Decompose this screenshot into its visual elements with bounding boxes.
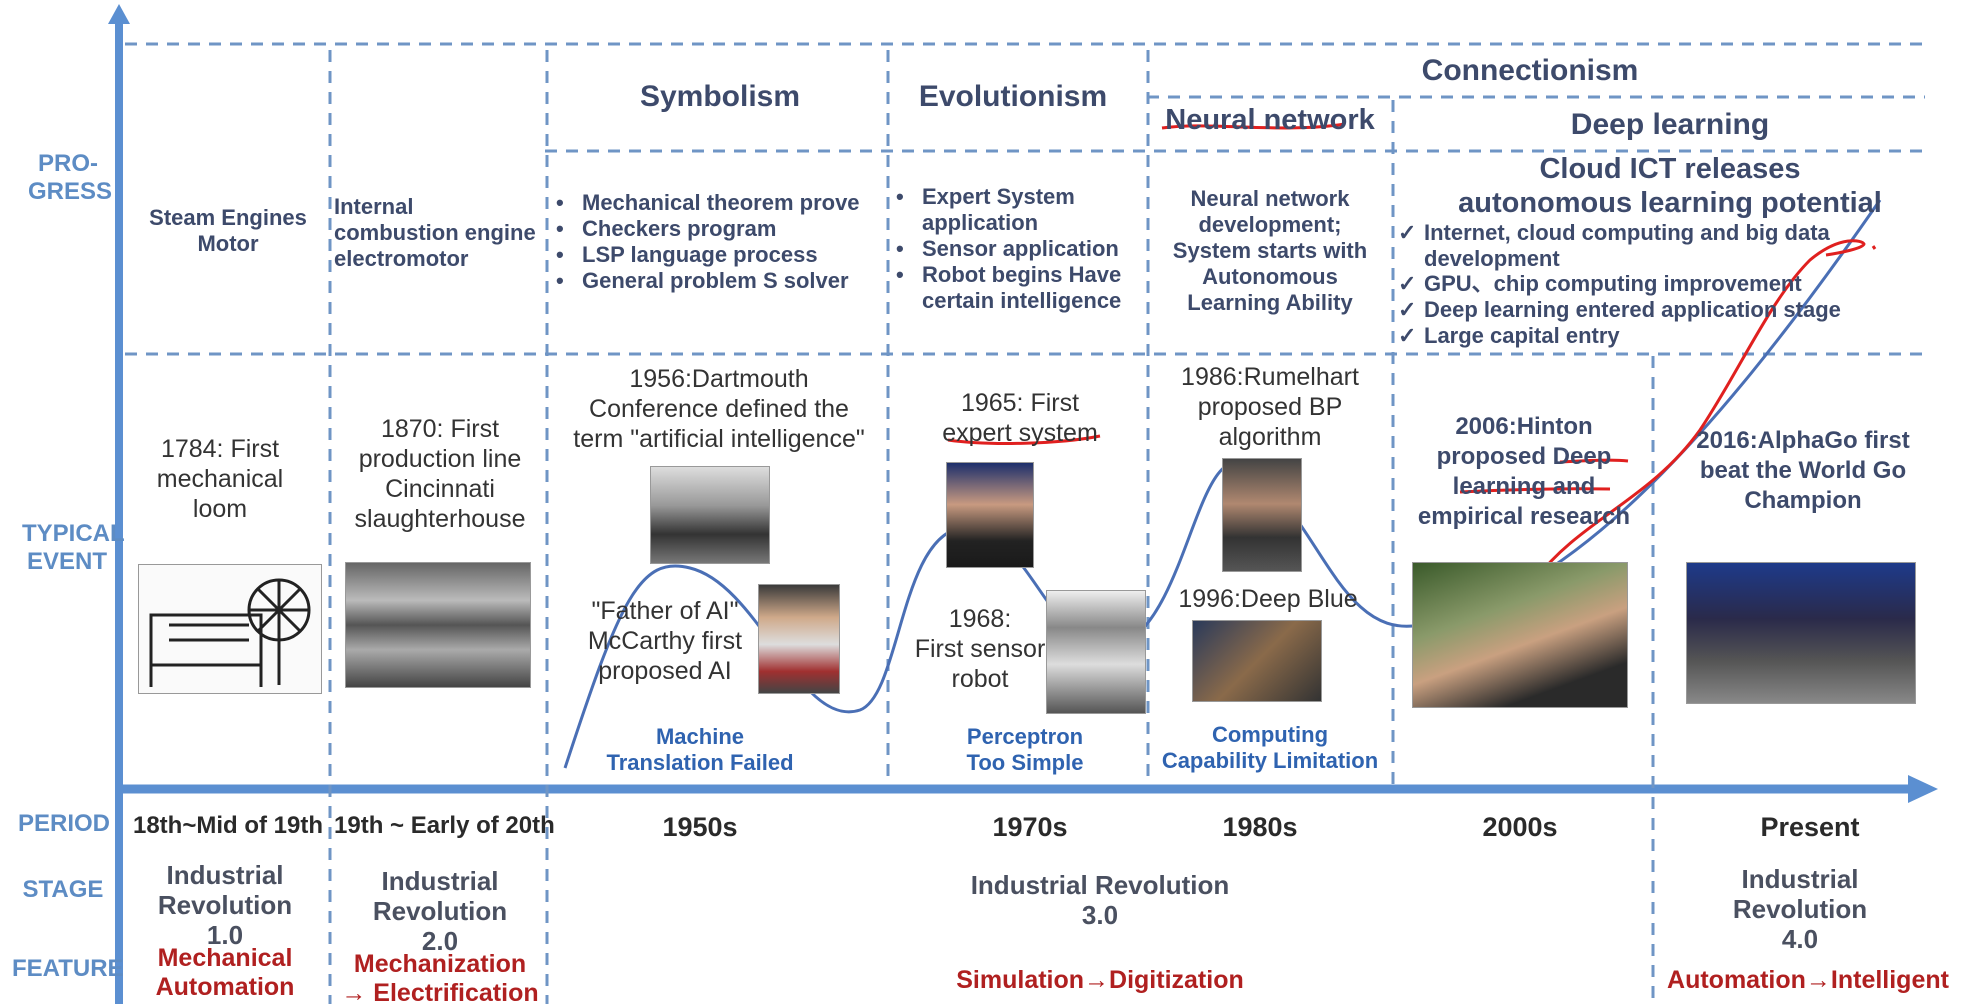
progress-evolutionism-list: •Expert System application •Sensor appli… [896,184,1146,314]
list-item: •General problem S solver [556,268,849,293]
feature-mechanization-electrification: Mechanization → Electrification [341,950,539,1007]
event-2006-hinton: 2006:Hinton proposed Deep learning and e… [1417,413,1631,530]
progress-internal-combustion: Internal combustion engine electromotor [334,194,536,271]
event-1956-dartmouth: 1956:Dartmouth Conference defined the te… [573,365,865,453]
stage-industrial-revolution-3: Industrial Revolution 3.0 [970,870,1230,930]
vertical-axis-arrow [108,4,130,24]
event-1986-bp-algorithm: 1986:Rumelhart proposed BP algorithm [1181,363,1359,451]
period-1950s: 1950s [662,812,738,842]
row-label-stage: STAGE [22,876,104,903]
red-annotations [947,122,1877,581]
event-1965-expert-system: 1965: First expert system [942,389,1098,447]
period-1970s: 1970s [992,812,1068,842]
feature-simulation-digitization: Simulation→Digitization [956,966,1244,994]
header-symbolism: Symbolism [639,80,801,113]
stage-industrial-revolution-4: Industrial Revolution 4.0 [1732,864,1868,954]
setback-computing-limitation: Computing Capability Limitation [1161,722,1379,773]
row-label-typical-event: TYPICAL EVENT [22,520,125,575]
event-1784-loom: 1784: First mechanical loom [156,435,284,523]
mccarthy-photo [758,584,840,694]
list-item: ✓Internet, cloud computing and big data … [1398,220,1830,271]
period-1980s: 1980s [1222,812,1298,842]
period-2000s: 2000s [1482,812,1558,842]
list-item: •Sensor application [896,236,1119,261]
list-item: ✓Large capital entry [1398,323,1620,348]
setback-perceptron: Perceptron Too Simple [966,724,1084,775]
rumelhart-photo [1222,458,1302,572]
alphago-image [1686,562,1916,704]
header-neural-network: Neural network [1165,104,1375,136]
event-1968-sensor-robot: 1968: First sensor robot [914,605,1046,693]
hinton-photo [1412,562,1628,708]
row-label-period: PERIOD [18,810,111,837]
period-18th-19th: 18th~Mid of 19th [132,812,324,839]
deep-blue-image [1192,620,1322,702]
list-item: ✓GPU、chip computing improvement [1398,271,1802,296]
list-item: •Checkers program [556,216,777,241]
progress-steam-engines: Steam Engines Motor [149,205,307,256]
slaughterhouse-image [345,562,531,688]
header-connectionism: Connectionism [1421,54,1639,87]
loom-image [138,564,322,694]
progress-neural-network: Neural network development; System start… [1172,186,1368,315]
stage-industrial-revolution-1: Industrial Revolution 1.0 [157,860,293,950]
setback-machine-translation: Machine Translation Failed [606,724,794,775]
list-item: •LSP language process [556,242,818,267]
feature-mechanical-automation: Mechanical Automation [155,944,295,1001]
period-19th-20th: 19th ~ Early of 20th [334,812,555,839]
list-item: ✓Deep learning entered application stage [1398,297,1841,322]
event-1870-production-line: 1870: First production line Cincinnati s… [354,415,526,533]
progress-cloud-ict-title: Cloud ICT releases autonomous learning p… [1458,153,1882,219]
progress-deep-learning-list: ✓Internet, cloud computing and big data … [1398,220,1898,349]
stage-industrial-revolution-2: Industrial Revolution 2.0 [372,866,508,956]
period-present: Present [1760,812,1860,842]
expert-system-photo [946,462,1034,568]
feature-automation-intelligent: Automation→Intelligent [1667,966,1949,994]
event-mccarthy: "Father of AI" McCarthy first proposed A… [587,597,743,685]
event-2016-alphago: 2016:AlphaGo first beat the World Go Cha… [1696,427,1910,514]
list-item: •Expert System application [896,184,1075,235]
list-item: •Mechanical theorem prove [556,190,860,215]
row-label-feature: FEATURE [12,955,124,982]
event-1996-deep-blue: 1996:Deep Blue [1178,585,1358,613]
progress-symbolism-list: •Mechanical theorem prove •Checkers prog… [556,190,886,294]
dartmouth-image [650,466,770,564]
list-item: •Robot begins Have certain intelligence [896,262,1122,313]
sensor-robot-image [1046,590,1146,714]
row-label-progress: PRO- GRESS [28,150,113,205]
header-evolutionism: Evolutionism [918,80,1108,113]
header-deep-learning: Deep learning [1570,108,1770,141]
horizontal-axis-arrow [1908,775,1938,803]
